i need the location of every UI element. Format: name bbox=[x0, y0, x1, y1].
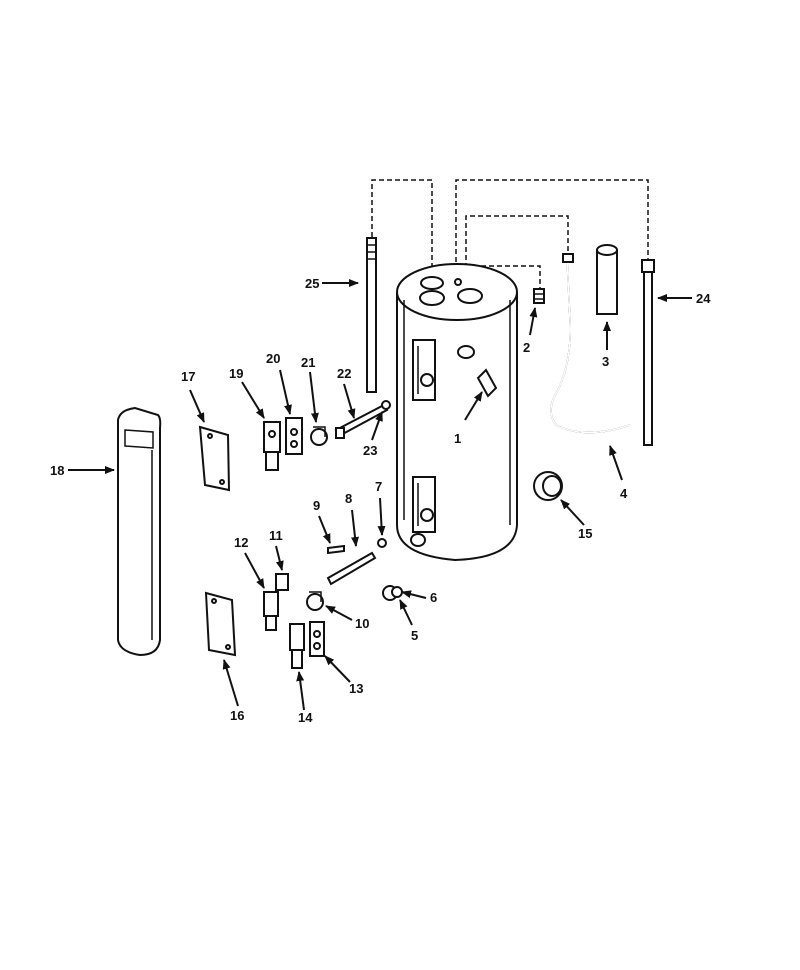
lower-element-gasket bbox=[306, 591, 324, 611]
upper-heating-element bbox=[334, 403, 389, 439]
callout-13: 13 bbox=[349, 681, 363, 696]
upper-thermostat bbox=[263, 421, 281, 471]
callout-7: 7 bbox=[375, 479, 382, 494]
callout-17: 17 bbox=[181, 369, 195, 384]
callout-8: 8 bbox=[345, 491, 352, 506]
anode-rod-right bbox=[641, 259, 655, 446]
element-clip bbox=[327, 544, 345, 555]
anode-rod-left bbox=[366, 237, 377, 393]
callout-2: 2 bbox=[523, 340, 530, 355]
lower-bracket bbox=[289, 623, 305, 669]
callout-5: 5 bbox=[411, 628, 418, 643]
callout-22: 22 bbox=[337, 366, 351, 381]
lower-o-ring bbox=[377, 538, 387, 548]
dip-tube bbox=[550, 253, 631, 434]
fitting-ring bbox=[533, 471, 563, 501]
callout-3: 3 bbox=[602, 354, 609, 369]
upper-cover-plate bbox=[198, 425, 231, 492]
callout-24: 24 bbox=[696, 291, 711, 306]
callout-9: 9 bbox=[313, 498, 320, 513]
callout-arrows bbox=[68, 279, 692, 711]
front-cover bbox=[117, 406, 162, 657]
callout-12: 12 bbox=[234, 535, 248, 550]
upper-o-ring bbox=[381, 400, 391, 410]
callout-10: 10 bbox=[355, 616, 369, 631]
upper-limit-switch bbox=[285, 417, 303, 455]
callout-14: 14 bbox=[298, 710, 313, 725]
callout-18: 18 bbox=[50, 463, 64, 478]
drain-valve bbox=[382, 585, 403, 601]
lower-heating-element bbox=[326, 551, 377, 586]
callout-25: 25 bbox=[305, 276, 319, 291]
callout-15: 15 bbox=[578, 526, 592, 541]
callout-19: 19 bbox=[229, 366, 243, 381]
lower-thermostat bbox=[263, 591, 279, 631]
callout-16: 16 bbox=[230, 708, 244, 723]
lower-limit-switch bbox=[309, 621, 325, 657]
callout-6: 6 bbox=[430, 590, 437, 605]
upper-element-gasket bbox=[310, 426, 328, 446]
insulation-sleeve bbox=[596, 244, 618, 315]
lower-cover-plate bbox=[204, 591, 237, 657]
callout-21: 21 bbox=[301, 355, 315, 370]
callout-11: 11 bbox=[269, 528, 283, 543]
terminal-block bbox=[275, 573, 289, 591]
callout-4: 4 bbox=[620, 486, 628, 501]
callout-labels: 1 2 3 4 5 6 7 8 9 10 11 12 13 14 15 16 1… bbox=[50, 276, 711, 725]
heat-trap-nipple bbox=[533, 288, 545, 304]
water-heater-tank bbox=[396, 263, 518, 562]
relief-valve bbox=[476, 368, 498, 398]
callout-20: 20 bbox=[266, 351, 280, 366]
callout-23: 23 bbox=[363, 443, 377, 458]
callout-1: 1 bbox=[454, 431, 461, 446]
